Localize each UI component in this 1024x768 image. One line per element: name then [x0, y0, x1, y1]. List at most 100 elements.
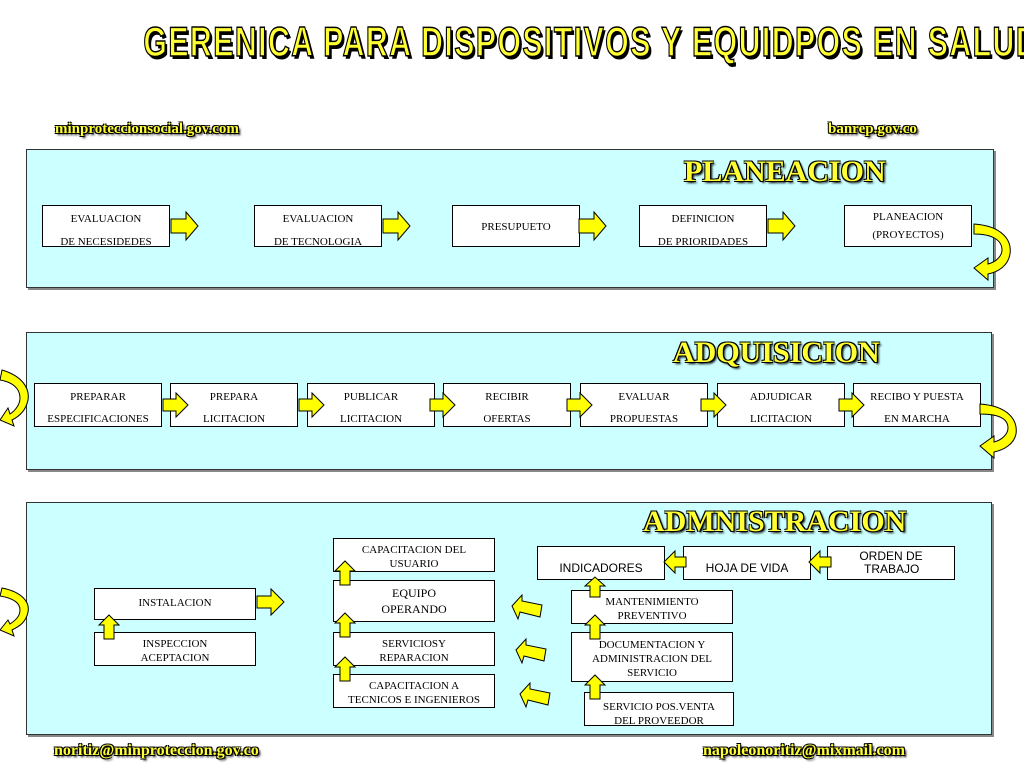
box-line-2: LICITACION [339, 413, 403, 425]
curved-arrow-icon [973, 223, 1011, 282]
box-line-1: RECIBIR [485, 391, 529, 403]
right-arrow-icon [838, 391, 865, 419]
box-line-2: PREVENTIVO [617, 610, 687, 622]
planeacion-box-evaluacion-tecnologia[interactable]: EVALUACION DE TECNOLOGIA [254, 205, 382, 248]
box-line-1: PREPARA [209, 391, 259, 403]
up-arrow-icon [583, 614, 607, 640]
box-line-1: ORDEN DE [859, 549, 923, 563]
up-arrow-icon [97, 614, 121, 640]
servicios-reparacion-box[interactable]: SERVICIOSY REPARACION [333, 632, 495, 666]
up-arrow-icon [333, 560, 357, 586]
curved-arrow-icon [979, 403, 1017, 460]
box-line-2: USUARIO [389, 558, 439, 570]
box-line-1: CAPACITACION DEL [361, 544, 467, 556]
up-arrow-icon [333, 656, 357, 682]
right-arrow-icon [170, 210, 199, 242]
box-line-1: INDICADORES [559, 561, 643, 575]
box-line-1: PREPARAR [70, 391, 126, 403]
capacitacion-tecnicos-box[interactable]: CAPACITACION A TECNICOS E INGENIEROS [333, 674, 495, 708]
servicio-posventa-box[interactable]: SERVICIO POS.VENTA DEL PROVEEDOR [584, 692, 734, 727]
instalacion-box[interactable]: INSTALACION [94, 588, 256, 620]
adquisicion-box-recibo-puesta-marcha[interactable]: RECIBO Y PUESTA EN MARCHA [853, 383, 981, 427]
adquisicion-box-prepara-licitacion[interactable]: PREPARA LICITACION [170, 383, 298, 427]
adquisicion-box-preparar-especificaciones[interactable]: PREPARAR ESPECIFICACIONES [34, 383, 162, 427]
right-arrow-icon [578, 210, 607, 242]
bottom-left-email[interactable]: noritiz@minproteccion.gov.co [54, 742, 259, 759]
planeacion-title: PLANEACION [684, 155, 886, 188]
adquisicion-box-recibir-ofertas[interactable]: RECIBIR OFERTAS [443, 383, 571, 427]
box-line-1: SERVICIOSY [382, 638, 446, 650]
box-line-1: PLANEACION [872, 211, 944, 223]
box-line-1: SERVICIO POS.VENTA [603, 701, 715, 713]
up-arrow-icon [333, 612, 357, 638]
diagonal-arrow-icon [511, 593, 543, 621]
box-line-2: LICITACION [749, 413, 813, 425]
up-arrow-icon [583, 674, 607, 700]
administracion-title: ADMNISTRACION [643, 505, 907, 538]
box-line-1: ADJUDICAR [749, 391, 813, 403]
box-line-1: MANTENIMIENTO [605, 596, 699, 608]
planeacion-box-evaluacion-necesidades[interactable]: EVALUACION DE NECESIDEDES [42, 205, 170, 248]
adquisicion-title: ADQUISICION [673, 336, 880, 369]
box-line-1: PRESUPUETO [481, 221, 551, 233]
box-line-2: ADMINISTRACION DEL [591, 653, 713, 665]
box-line-1: DOCUMENTACION Y [598, 639, 706, 651]
box-line-1: RECIBO Y PUESTA [870, 391, 964, 403]
box-line-3: SERVICIO [627, 667, 677, 679]
box-line-2: (PROYECTOS) [872, 229, 944, 241]
adquisicion-box-publicar-licitacion[interactable]: PUBLICAR LICITACION [307, 383, 435, 427]
box-line-2: EN MARCHA [884, 413, 950, 425]
right-arrow-icon [256, 587, 285, 617]
box-line-1: INSPECCION [142, 638, 208, 650]
box-line-1: HOJA DE VIDA [705, 561, 789, 575]
box-line-2: TECNICOS E INGENIEROS [348, 694, 480, 706]
curved-arrow-icon [0, 369, 29, 427]
planeacion-box-definicion-prioridades[interactable]: DEFINICION DE PRIORIDADES [639, 205, 767, 248]
adquisicion-box-evaluar-propuestas[interactable]: EVALUAR PROPUESTAS [580, 383, 708, 427]
planeacion-box-presupuesto[interactable]: PRESUPUETO [452, 205, 580, 247]
box-line-2: TRABAJO [864, 562, 920, 576]
capacitacion-usuario-box[interactable]: CAPACITACION DEL USUARIO [333, 538, 495, 572]
indicadores-box[interactable]: INDICADORES [537, 546, 665, 580]
box-line-1: EVALUACION [282, 213, 354, 225]
right-arrow-icon [382, 210, 411, 242]
box-line-2: ACEPTACION [140, 652, 210, 664]
box-line-2: DE NECESIDEDES [60, 236, 152, 248]
box-line-1: CAPACITACION A [368, 680, 460, 692]
inspeccion-aceptacion-box[interactable]: INSPECCION ACEPTACION [94, 632, 256, 666]
box-line-2: PROPUESTAS [609, 413, 679, 425]
left-arrow-icon [808, 549, 832, 575]
right-arrow-icon [700, 391, 727, 419]
top-right-link[interactable]: banrep.gov.co [828, 121, 917, 137]
box-line-2: ESPECIFICACIONES [47, 413, 149, 425]
box-line-1: EVALUAR [618, 391, 670, 403]
box-line-1: DEFINICION [671, 213, 735, 225]
page-title: GERENICA PARA DISPOSITIVOS Y EQUIDPOS EN… [143, 17, 1024, 66]
documentacion-servicio-box[interactable]: DOCUMENTACION Y ADMINISTRACION DEL SERVI… [571, 632, 733, 682]
box-line-2: OFERTAS [483, 413, 531, 425]
box-line-2: DE TECNOLOGIA [273, 236, 363, 248]
box-line-1: PUBLICAR [343, 391, 399, 403]
bottom-right-email[interactable]: napoleonoritiz@mixmail.com [703, 742, 905, 759]
curved-arrow-icon [0, 587, 29, 637]
box-line-2: OPERANDO [381, 602, 447, 616]
top-left-link[interactable]: minproteccionsocial.gov.com [55, 121, 239, 137]
box-line-1: INSTALACION [138, 597, 212, 609]
orden-trabajo-box[interactable]: ORDEN DE TRABAJO [827, 546, 955, 580]
right-arrow-icon [298, 391, 325, 419]
box-line-1: EVALUACION [70, 213, 142, 225]
left-arrow-icon [663, 549, 687, 575]
hoja-vida-box[interactable]: HOJA DE VIDA [683, 546, 811, 580]
right-arrow-icon [767, 210, 796, 242]
adquisicion-box-adjudicar-licitacion[interactable]: ADJUDICAR LICITACION [717, 383, 845, 427]
box-line-2: DEL PROVEEDOR [614, 715, 704, 727]
planeacion-box-proyectos[interactable]: PLANEACION (PROYECTOS) [844, 205, 972, 247]
box-line-2: REPARACION [379, 652, 449, 664]
up-arrow-icon [583, 576, 607, 598]
diagonal-arrow-icon [515, 637, 547, 665]
box-line-2: DE PRIORIDADES [657, 236, 749, 248]
box-line-2: LICITACION [202, 413, 266, 425]
right-arrow-icon [162, 391, 189, 419]
box-line-1: EQUIPO [392, 586, 436, 600]
equipo-operando-box[interactable]: EQUIPO OPERANDO [333, 580, 495, 622]
